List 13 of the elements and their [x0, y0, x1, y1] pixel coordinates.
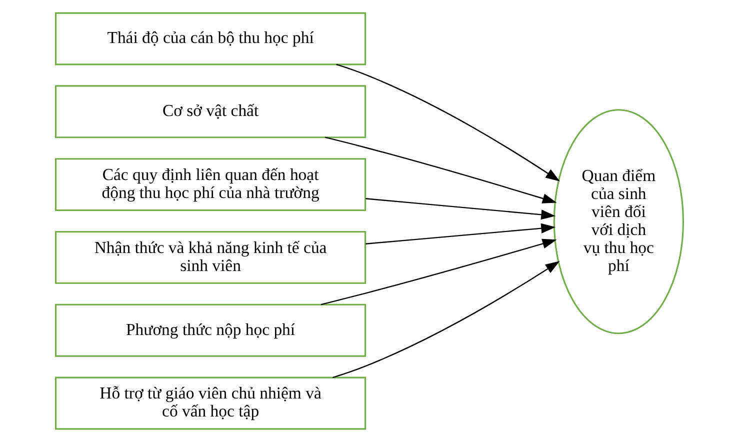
arrow [365, 198, 556, 220]
node-box: Thái độ của cán bộ thu học phí [54, 12, 366, 66]
node-box: Các quy định liên quan đến hoạt động thu học phí của nhà trường [54, 158, 366, 212]
arrow [332, 261, 560, 378]
arrow [324, 136, 556, 204]
node-box: Cơ sở vật chất [54, 85, 366, 138]
node-box: Phương thức nộp học phí [54, 304, 366, 357]
node-box: Nhận thức và khả năng kinh tế của sinh viên [54, 230, 366, 284]
node-box: Hỗ trợ từ giáo viên chủ nhiệm và cố vấn học tập [54, 376, 366, 430]
arrow [336, 64, 560, 182]
arrow [320, 238, 556, 306]
arrow [365, 223, 556, 244]
node-ellipse: Quan điểm của sinh viên đối với dịch vụ thu học phí [552, 109, 684, 334]
